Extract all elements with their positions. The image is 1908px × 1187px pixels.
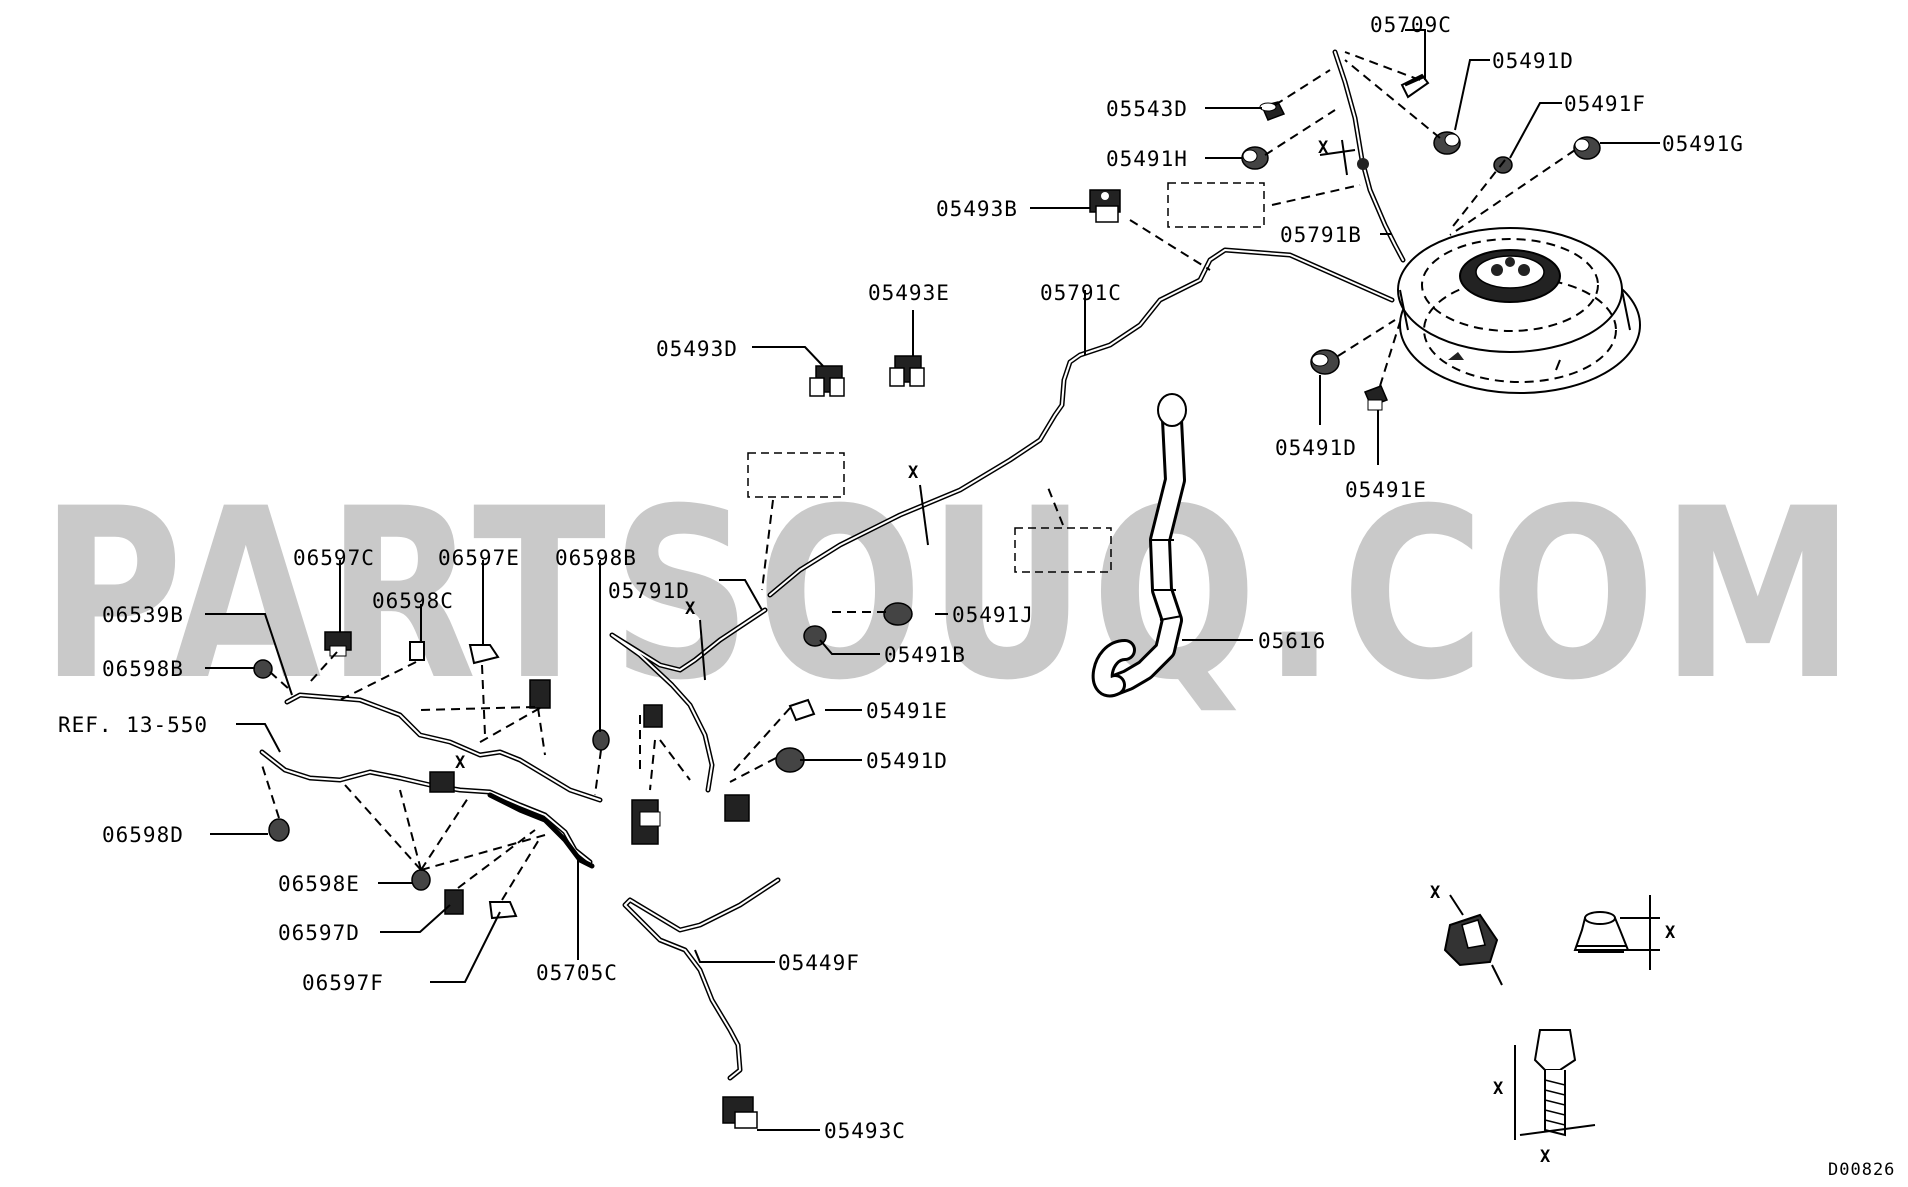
placement-box-3 xyxy=(1014,527,1112,573)
label-05449f: 05449F xyxy=(778,951,860,975)
diagram-code: D00826 xyxy=(1828,1160,1895,1180)
cap-05491e-low xyxy=(788,698,816,722)
detail-plug-dimension: X xyxy=(1573,895,1676,970)
junction-right xyxy=(724,794,750,822)
label-05493e: 05493E xyxy=(868,281,950,305)
label-ref-13-550: REF. 13-550 xyxy=(58,713,208,737)
brake-pipe-05791c xyxy=(767,247,1395,598)
connector-05493e xyxy=(889,355,925,387)
spare-tire xyxy=(1397,227,1641,394)
brake-pipe-06539b xyxy=(284,692,603,803)
svg-text:X: X xyxy=(1665,923,1676,943)
clip-06598c xyxy=(409,641,425,661)
junction-mid xyxy=(643,704,663,728)
label-06597d: 06597D xyxy=(278,921,360,945)
label-05791b: 05791B xyxy=(1280,223,1362,247)
brake-pipe-05791d xyxy=(609,607,768,793)
label-06598c: 06598C xyxy=(372,589,454,613)
cap-05491d-low xyxy=(775,747,805,773)
hose-05616 xyxy=(1091,393,1187,698)
brake-pipe-05449f xyxy=(622,877,781,1081)
cap-05543d xyxy=(1259,101,1286,121)
grommet-06598e xyxy=(411,869,431,891)
label-05491b: 05491B xyxy=(884,643,966,667)
detail-bolt-dimension: X X xyxy=(1493,1029,1596,1167)
cap-05491h xyxy=(1241,146,1269,170)
dashed-arrows xyxy=(261,51,1576,901)
label-06597f: 06597F xyxy=(302,971,384,995)
grommet-06598b-left xyxy=(253,659,273,679)
cap-05491e-mid xyxy=(1364,385,1388,411)
label-05791d: 05791D xyxy=(608,579,690,603)
label-05491f: 05491F xyxy=(1564,92,1646,116)
placement-box-1 xyxy=(1167,182,1265,228)
svg-text:X: X xyxy=(1493,1079,1504,1099)
brake-pipe-05705c xyxy=(487,792,595,869)
svg-text:X: X xyxy=(908,463,919,483)
clip-06597c xyxy=(324,631,352,657)
label-06598b-top: 06598B xyxy=(555,546,637,570)
grommet-06598b-top xyxy=(592,729,610,751)
clip-06597f xyxy=(488,901,518,920)
svg-text:X: X xyxy=(1318,138,1329,158)
label-05791c: 05791C xyxy=(1040,281,1122,305)
label-05543d: 05543D xyxy=(1106,97,1188,121)
label-05491e-low: 05491E xyxy=(866,699,948,723)
cap-05491j xyxy=(883,602,913,626)
svg-text:X: X xyxy=(1430,883,1441,903)
cap-05491d-top xyxy=(1433,131,1461,155)
label-05491j: 05491J xyxy=(952,603,1034,627)
svg-text:X: X xyxy=(685,599,696,619)
connector-05493c xyxy=(722,1096,758,1129)
label-05491g: 05491G xyxy=(1662,132,1744,156)
valve-center xyxy=(631,799,661,845)
part-labels: 05709C 05491D 05491F 05491G 05543D 05491… xyxy=(58,13,1744,1143)
cap-05491d-mid xyxy=(1310,349,1340,375)
leader-lines xyxy=(205,29,1660,1131)
label-05491d-top: 05491D xyxy=(1492,49,1574,73)
label-05709c: 05709C xyxy=(1370,13,1452,37)
label-05491h: 05491H xyxy=(1106,147,1188,171)
connector-05493d xyxy=(809,365,845,397)
cap-05491f xyxy=(1493,156,1513,174)
label-05491d-mid: 05491D xyxy=(1275,436,1357,460)
label-06597e: 06597E xyxy=(438,546,520,570)
label-05493b: 05493B xyxy=(936,197,1018,221)
label-05493d: 05493D xyxy=(656,337,738,361)
watermark: PARTSOUQ.COM xyxy=(40,459,1860,732)
dimension-marks: X X X X xyxy=(455,138,1356,773)
label-06597c: 06597C xyxy=(293,546,375,570)
label-05491d-low: 05491D xyxy=(866,749,948,773)
detail-cap-dimension: X xyxy=(1430,883,1503,986)
label-06598d: 06598D xyxy=(102,823,184,847)
connector-05493b xyxy=(1089,189,1121,223)
label-05616: 05616 xyxy=(1258,629,1326,653)
cap-05491g xyxy=(1573,136,1601,160)
label-05493c: 05493C xyxy=(824,1119,906,1143)
svg-text:X: X xyxy=(1540,1147,1551,1167)
label-05491e-mid: 05491E xyxy=(1345,478,1427,502)
valve-left xyxy=(429,771,455,793)
clip-06597d xyxy=(444,889,464,915)
junction-top xyxy=(529,679,551,709)
grommet-06598d xyxy=(268,818,290,842)
label-05705c: 05705C xyxy=(536,961,618,985)
brake-pipe-ref xyxy=(259,749,593,865)
label-06539b: 06539B xyxy=(102,603,184,627)
label-06598b-left: 06598B xyxy=(102,657,184,681)
label-06598e: 06598E xyxy=(278,872,360,896)
svg-text:X: X xyxy=(455,753,466,773)
placement-box-2 xyxy=(747,452,845,498)
brake-pipe-05791b xyxy=(1332,49,1406,263)
